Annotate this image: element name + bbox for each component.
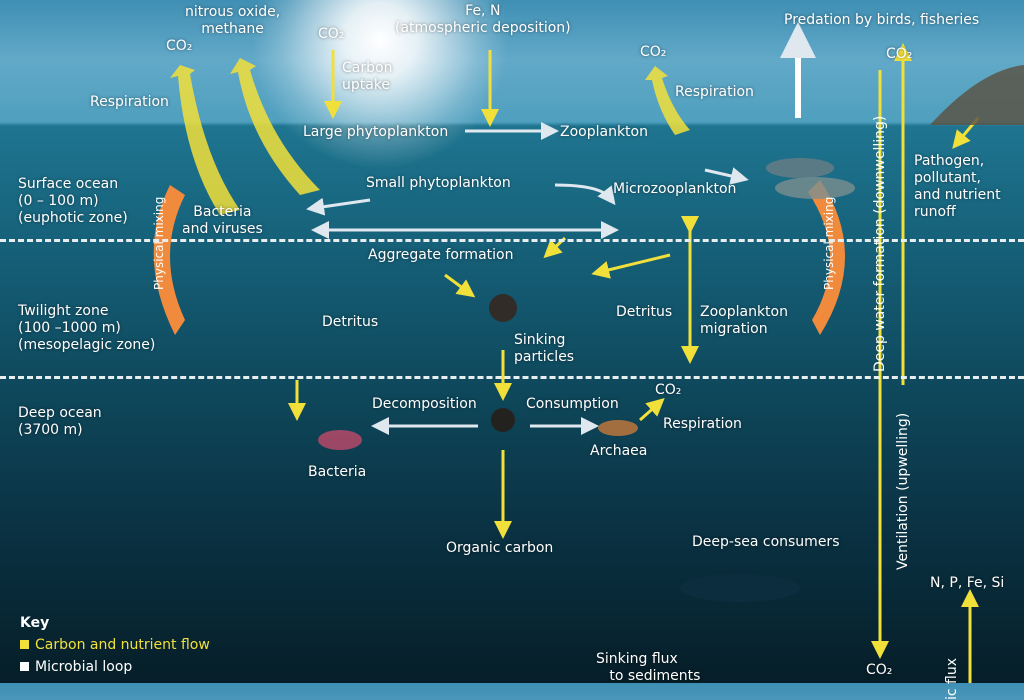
physical-mixing-right-arrow [808,180,845,335]
physical-mixing-right-label: Physical mixing [822,196,836,290]
flow-arrows [153,22,1024,683]
zoo-fish-arrow [704,167,749,185]
organic-carbon-label: Organic carbon [446,540,554,556]
co2-far-right-label: CO₂ [886,46,913,62]
respiration-deep-label: Respiration [663,416,742,432]
key-carbon-item: Carbon and nutrient flow [20,634,210,656]
microzoo-label: Microzooplankton [613,181,737,197]
detritus-arrow [591,253,671,279]
key-legend: Key Carbon and nutrient flow Microbial l… [20,612,210,678]
respiration-deep-arrow [639,398,665,422]
fe-n-label: Fe, N (atmospheric deposition) [395,3,571,36]
aggregate-label: Aggregate formation [368,247,514,263]
twilight-boundary [0,376,1024,379]
downwelling-label: Deep water formation (downwelling) [872,115,888,372]
sinking-particles-label: Sinking particles [514,332,575,365]
archaea-cluster [598,420,638,436]
gas-arrow [230,58,320,195]
large-phyto-label: Large phytoplankton [303,124,449,140]
key-microbial-item: Microbial loop [20,656,210,678]
organisms [318,65,1024,602]
respiration-right-arrow [645,66,690,135]
detritus-right-label: Detritus [616,304,673,320]
sinking-flux-label: Sinking flux to sediments [596,651,701,684]
bacteria-cluster [318,430,362,450]
deep-sea-consumers-label: Deep-sea consumers [692,534,840,550]
small-phyto-arrow [306,197,371,216]
co2-bottom-label: CO₂ [866,662,893,678]
white-swatch-icon [20,662,29,671]
respiration-right-label: Respiration [675,84,754,100]
twilight-zone-label: Twilight zone (100 –1000 m) (mesopelagic… [18,303,156,353]
euphotic-boundary [0,239,1024,242]
runoff-label: Pathogen, pollutant, and nutrient runoff [914,153,1001,220]
bacteria-viruses-label: Bacteria and viruses [182,204,263,237]
flux-label: ic flux [944,657,960,700]
detritus-left-label: Detritus [322,314,379,330]
predation-label: Predation by birds, fisheries [784,12,980,28]
co2-left-label: CO₂ [166,38,193,54]
aggregate-arrow [444,273,476,298]
yellow-swatch-icon [20,640,29,649]
zoo-migration-label: Zooplankton migration [700,304,788,337]
nutrients-label: N, P, Fe, Si [930,575,1005,591]
respiration-left-arrow [170,65,240,215]
consumption-label: Consumption [526,396,619,412]
fish [775,177,855,199]
deep-zone-label: Deep ocean (3700 m) [18,405,102,438]
co2-right-label: CO₂ [640,44,667,60]
key-microbial-label: Microbial loop [35,659,133,675]
small-phyto-label: Small phytoplankton [366,175,511,191]
decomposition-label: Decomposition [372,396,477,412]
carbon-uptake-label: Carbon uptake [342,60,393,93]
bacteria-label: Bacteria [308,464,367,480]
coastline [930,65,1024,125]
physical-mixing-left-arrow [153,185,185,335]
co2-center-label: CO₂ [318,26,345,42]
key-title: Key [20,615,50,631]
gases-label: nitrous oxide, methane [185,4,281,37]
respiration-left-label: Respiration [90,94,169,110]
surface-zone-label: Surface ocean (0 – 100 m) (euphotic zone… [18,176,128,226]
archaea-label: Archaea [590,443,648,459]
fish [766,158,834,178]
upwelling-label: Ventilation (upwelling) [895,412,911,570]
key-carbon-label: Carbon and nutrient flow [35,637,210,653]
physical-mixing-left-label: Physical mixing [152,196,166,290]
sinking-particle [491,408,515,432]
zooplankton-label: Zooplankton [560,124,648,140]
aggregate-particle [489,294,517,322]
micro-arrow [554,183,616,206]
deep-sea-fish [680,574,800,602]
co2-deep-label: CO₂ [655,382,682,398]
